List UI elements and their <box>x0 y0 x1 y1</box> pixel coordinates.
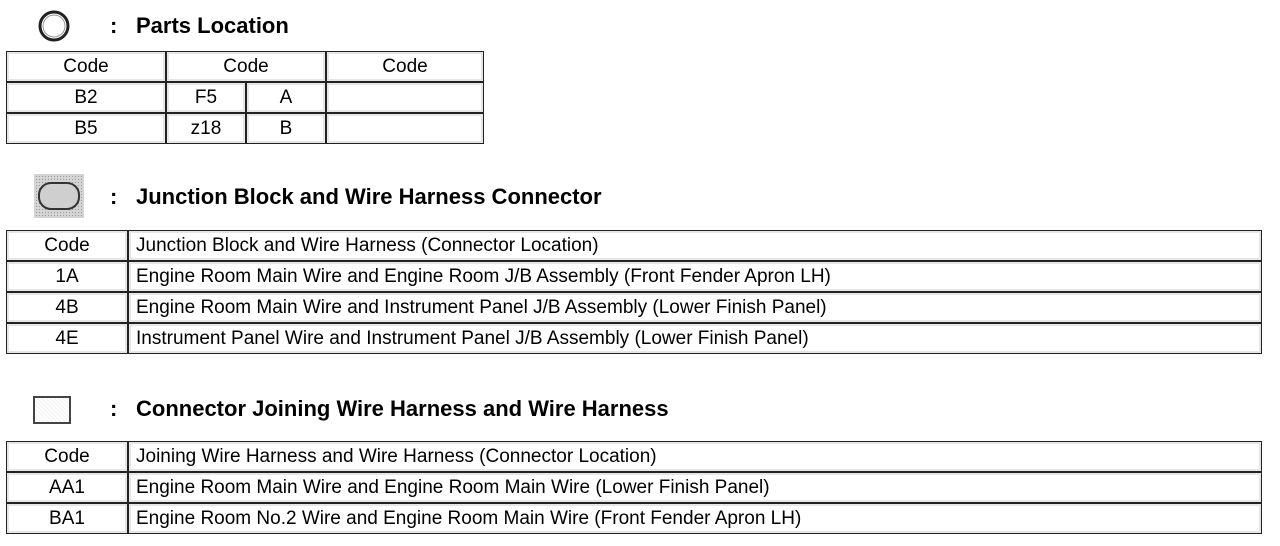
table-cell: F5 <box>166 82 246 113</box>
parts-location-title: Parts Location <box>136 13 289 38</box>
column-header: Code <box>6 230 128 261</box>
connector-joining-table: Code Joining Wire Harness and Wire Harne… <box>6 441 1262 534</box>
table-row: 4E Instrument Panel Wire and Instrument … <box>6 323 1262 354</box>
junction-block-table: Code Junction Block and Wire Harness (Co… <box>6 230 1262 354</box>
junction-block-header: : Junction Block and Wire Harness Connec… <box>0 174 1280 218</box>
table-row: B2 F5 A <box>6 82 484 113</box>
table-cell: 4E <box>6 323 128 354</box>
table-cell: Instrument Panel Wire and Instrument Pan… <box>128 323 1262 354</box>
table-cell: Engine Room Main Wire and Engine Room Ma… <box>128 472 1262 503</box>
column-header: Code <box>6 51 166 82</box>
column-header: Junction Block and Wire Harness (Connect… <box>128 230 1262 261</box>
column-header: Joining Wire Harness and Wire Harness (C… <box>128 441 1262 472</box>
table-cell <box>326 113 484 144</box>
table-cell: Engine Room Main Wire and Instrument Pan… <box>128 292 1262 323</box>
rectangle-symbol-icon <box>33 396 71 424</box>
table-cell: B <box>246 113 326 144</box>
table-cell: A <box>246 82 326 113</box>
junction-block-symbol-icon <box>34 174 84 218</box>
table-cell: Engine Room Main Wire and Engine Room J/… <box>128 261 1262 292</box>
junction-block-colon: : <box>110 184 118 209</box>
table-cell: BA1 <box>6 503 128 534</box>
table-cell: B5 <box>6 113 166 144</box>
table-header-row: Code Code Code <box>6 51 484 82</box>
circle-symbol-icon <box>38 10 70 42</box>
table-header-row: Code Joining Wire Harness and Wire Harne… <box>6 441 1262 472</box>
table-row: 4B Engine Room Main Wire and Instrument … <box>6 292 1262 323</box>
connector-joining-colon: : <box>110 396 118 421</box>
connector-joining-title: Connector Joining Wire Harness and Wire … <box>136 396 669 421</box>
table-row: BA1 Engine Room No.2 Wire and Engine Roo… <box>6 503 1262 534</box>
column-header: Code <box>326 51 484 82</box>
column-header: Code <box>166 51 326 82</box>
table-cell: 1A <box>6 261 128 292</box>
column-header: Code <box>6 441 128 472</box>
junction-block-title: Junction Block and Wire Harness Connecto… <box>136 184 602 209</box>
table-header-row: Code Junction Block and Wire Harness (Co… <box>6 230 1262 261</box>
parts-location-colon: : <box>110 13 118 38</box>
parts-location-table: Code Code Code B2 F5 A B5 z18 B <box>6 51 484 144</box>
table-cell: AA1 <box>6 472 128 503</box>
table-cell: B2 <box>6 82 166 113</box>
parts-location-header: : Parts Location <box>0 6 1280 46</box>
table-cell: 4B <box>6 292 128 323</box>
table-row: AA1 Engine Room Main Wire and Engine Roo… <box>6 472 1262 503</box>
connector-joining-header: : Connector Joining Wire Harness and Wir… <box>0 388 1280 428</box>
table-cell: Engine Room No.2 Wire and Engine Room Ma… <box>128 503 1262 534</box>
table-row: 1A Engine Room Main Wire and Engine Room… <box>6 261 1262 292</box>
table-cell: z18 <box>166 113 246 144</box>
table-row: B5 z18 B <box>6 113 484 144</box>
table-cell <box>326 82 484 113</box>
